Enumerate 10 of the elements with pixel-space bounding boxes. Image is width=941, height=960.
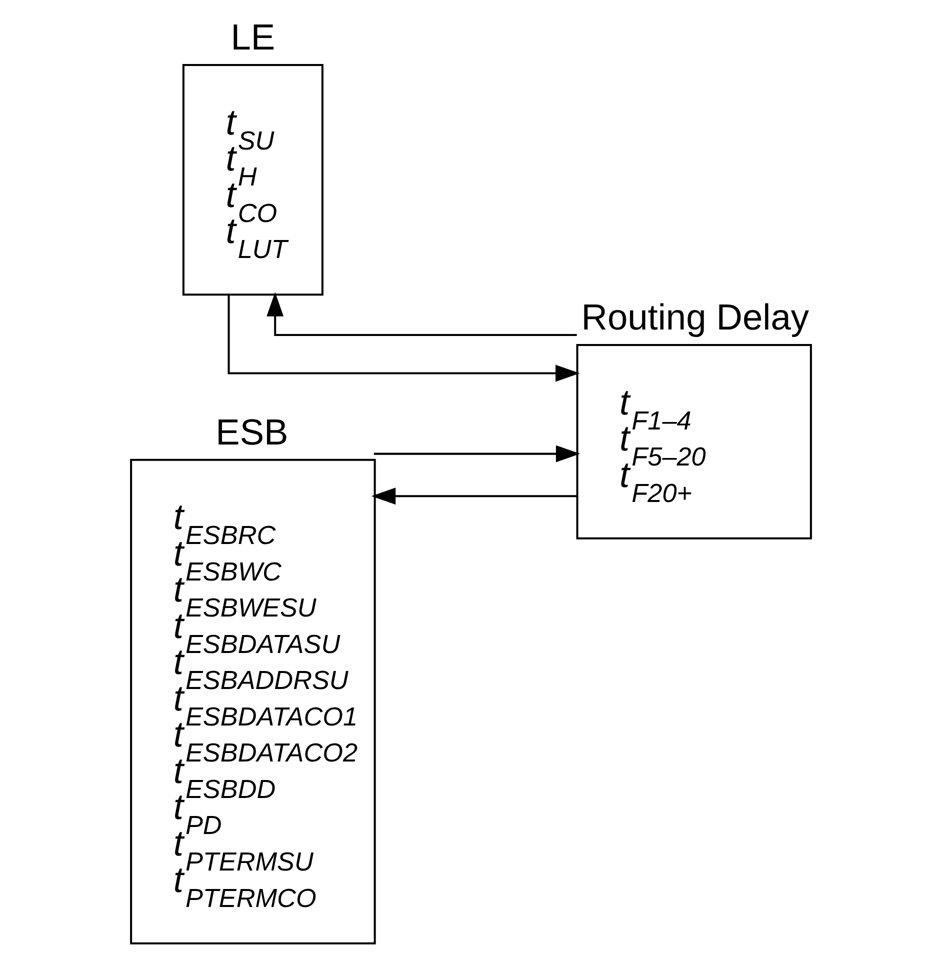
arrow bbox=[228, 294, 580, 382]
arrow bbox=[266, 292, 577, 336]
node-label: Routing Delay bbox=[581, 296, 809, 338]
arrow bbox=[374, 445, 580, 462]
node-box: t$_{ESBRC}$ t$_{ESBWC}$ t$_{ESBWESU}$ t$_{ESBDATASU}$ t$_{ESBADDRSU}$ t$_{ESBDATACO1}$ t$_{ESBDATACO2}$ t$_{ESBDD}$ t$_{PD}$ t$_{PTERMSU}$ t$_{PTERMCO}$ bbox=[130, 458, 376, 944]
node-label: ESB bbox=[216, 412, 288, 453]
node-box: t$_{SU}$ t$_{H}$ t$_{CO}$ t$_{LUT}$ bbox=[182, 64, 324, 296]
arrow bbox=[371, 488, 577, 505]
node-box: t$_{F1–4}$ t$_{F5–20}$ t$_{F20+}$ bbox=[576, 344, 812, 540]
node-label: LE bbox=[230, 16, 276, 58]
